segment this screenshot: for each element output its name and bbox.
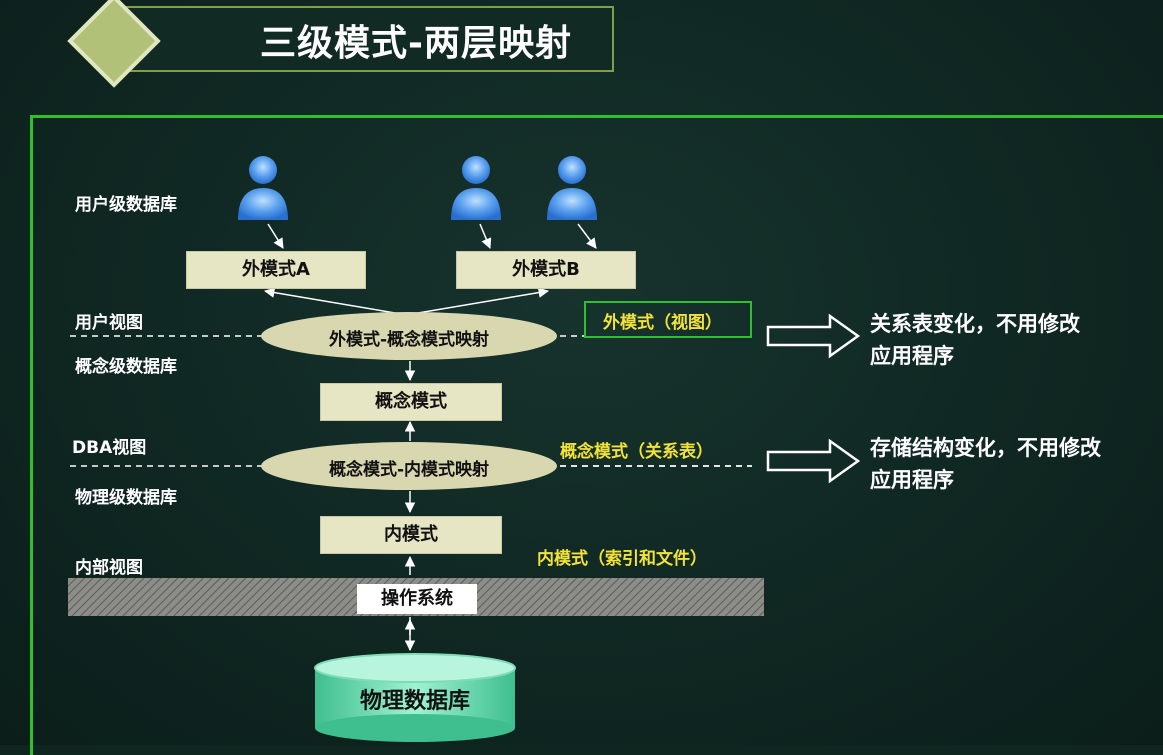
note-1-line-1: 关系表变化，不用修改 — [870, 312, 1080, 336]
internal-schema: 内模式 — [320, 516, 502, 554]
annotation-external-view: 外模式（视图） — [603, 313, 722, 333]
conceptual-schema: 概念模式 — [320, 383, 502, 421]
mapping-ellipse-2 — [261, 442, 557, 490]
label-concept-db: 概念级数据库 — [75, 357, 177, 377]
mapping-ellipse-1 — [261, 312, 557, 360]
annotation-internal-files: 内模式（索引和文件） — [537, 549, 707, 569]
label-physical-db: 物理级数据库 — [75, 488, 177, 508]
label-dba-view: DBA视图 — [72, 438, 147, 458]
label-user-view: 用户视图 — [75, 313, 143, 333]
physical-database-label: 物理数据库 — [359, 689, 470, 714]
os-label: 操作系统 — [357, 584, 477, 614]
user-icon — [547, 156, 597, 220]
highlight-box — [584, 301, 752, 338]
double-arrow-right-icon — [766, 313, 861, 359]
note-2: 存储结构变化，不用修改 应用程序 — [870, 432, 1101, 496]
note-2-line-2: 应用程序 — [870, 468, 954, 492]
mapping-conceptual-internal: 概念模式-内模式映射 — [328, 460, 490, 480]
content-frame — [30, 115, 1163, 755]
label-internal-view: 内部视图 — [75, 558, 143, 578]
mapping-external-conceptual: 外模式-概念模式映射 — [328, 330, 490, 350]
user-icon — [238, 156, 288, 220]
external-schema-b: 外模式B — [456, 251, 636, 289]
user-icon — [451, 156, 501, 220]
slide-title: 三级模式-两层映射 — [260, 23, 572, 64]
double-arrow-right-icon — [766, 438, 861, 484]
external-schema-a: 外模式A — [186, 251, 366, 289]
note-1: 关系表变化，不用修改 应用程序 — [870, 308, 1080, 372]
database-cylinder-icon — [314, 653, 516, 742]
annotation-conceptual-table: 概念模式（关系表） — [560, 442, 713, 462]
label-user-db: 用户级数据库 — [75, 195, 177, 215]
note-2-line-1: 存储结构变化，不用修改 — [870, 436, 1101, 460]
title-frame — [117, 6, 614, 72]
note-1-line-2: 应用程序 — [870, 344, 954, 368]
